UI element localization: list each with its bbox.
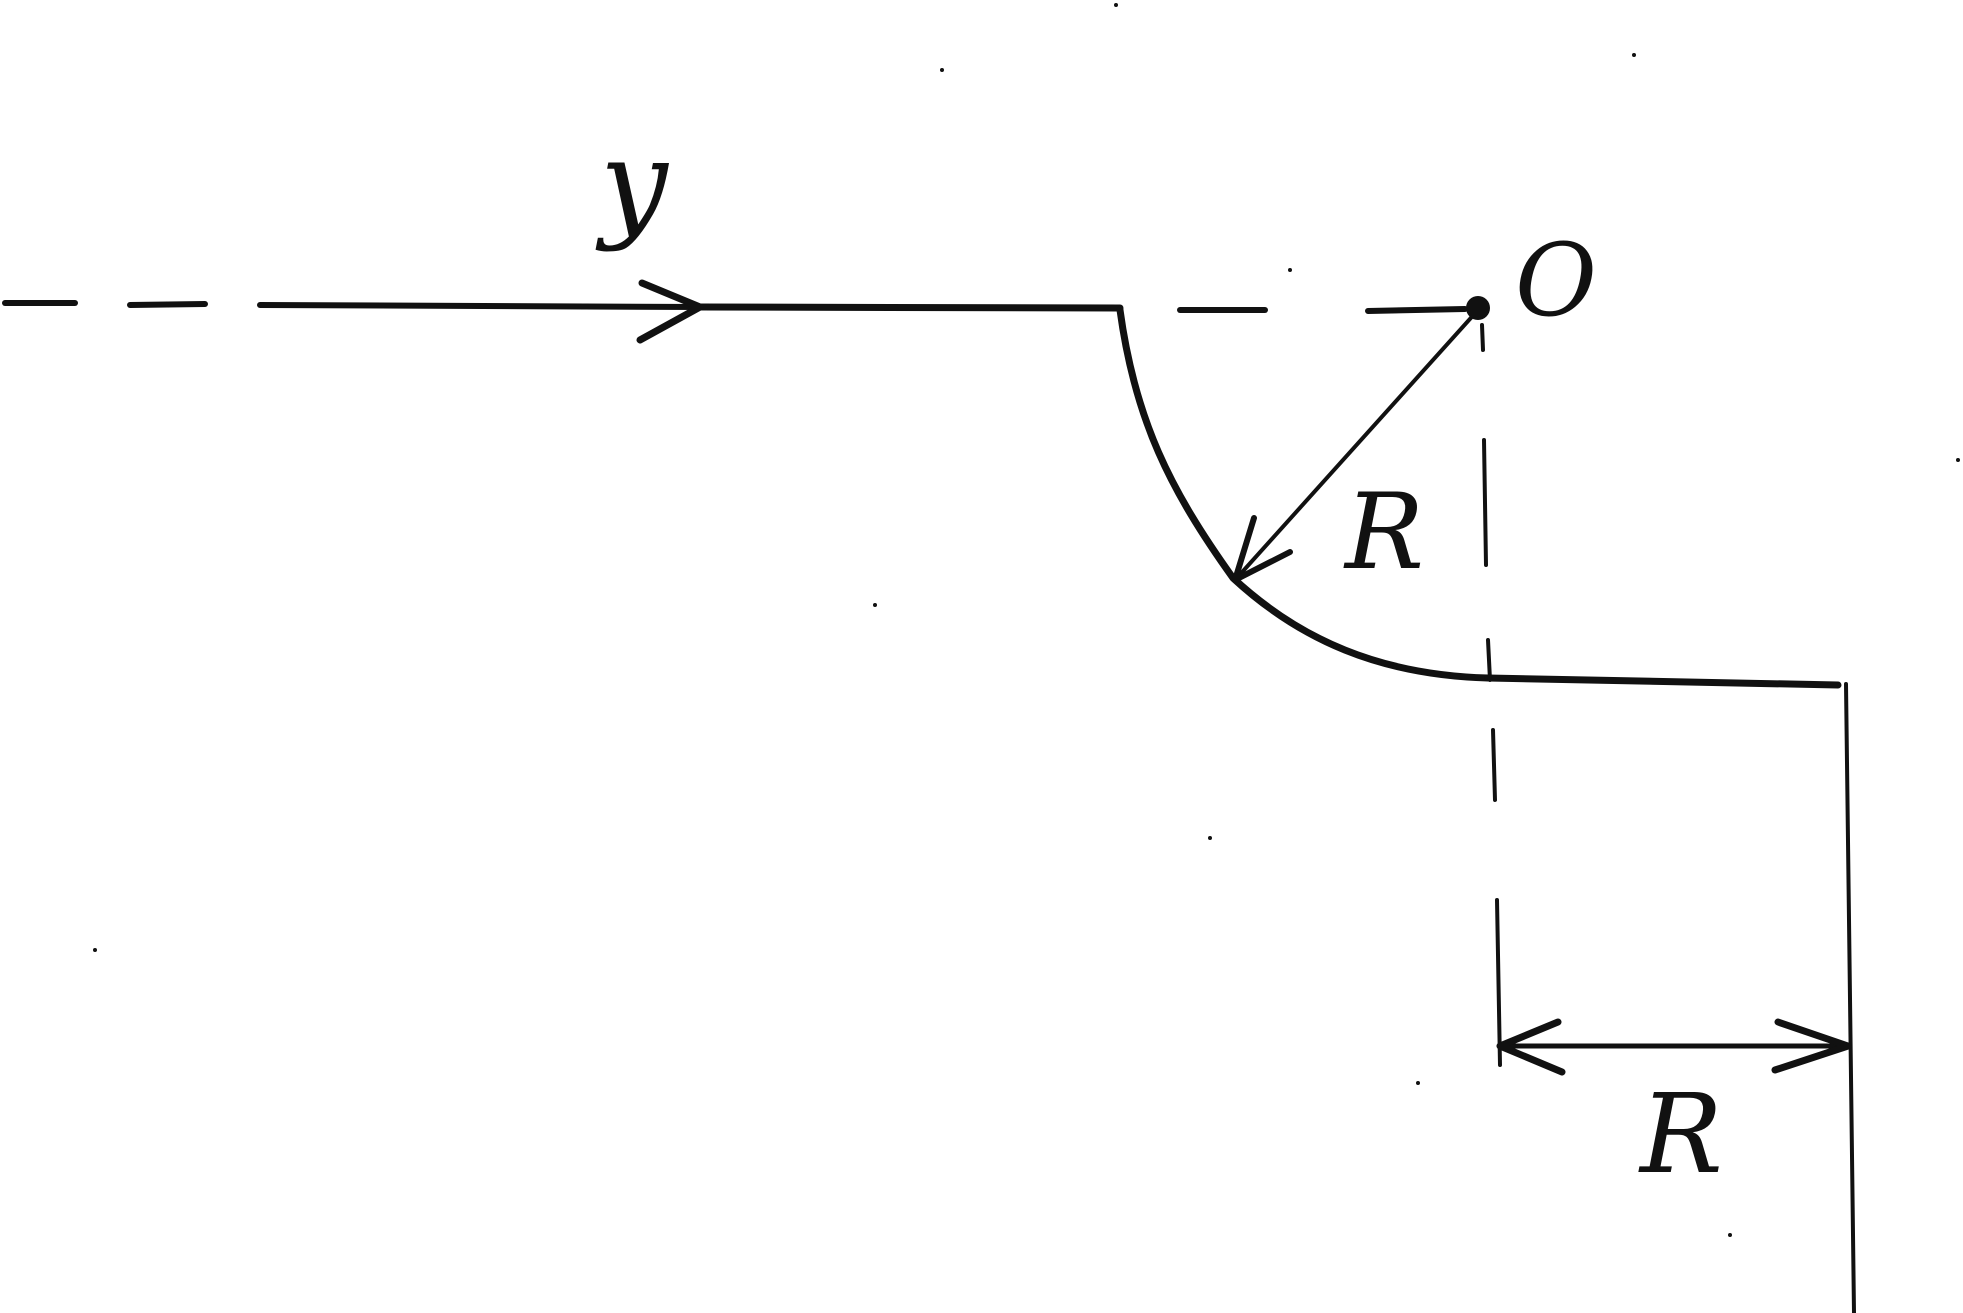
upper-wall-line	[696, 303, 1124, 312]
quarter-arc-wall	[1116, 306, 1492, 682]
radius-arc-label: R	[1343, 471, 1424, 593]
radius-line	[1233, 308, 1480, 582]
velocity-label: y	[595, 115, 670, 254]
radius-dimension-label: R	[1638, 1070, 1723, 1198]
right-vertical-wall	[1844, 682, 1856, 1313]
center-point	[1466, 296, 1490, 320]
flow-arrow	[636, 279, 704, 344]
dimension-arrowhead-right	[1771, 1018, 1852, 1074]
scan-speckles	[93, 3, 1960, 1237]
dashed-line-to-center	[1177, 306, 1468, 314]
dashed-vertical-line	[1480, 323, 1497, 802]
radius-arrowhead	[1232, 515, 1293, 583]
dimension-arrowhead-left	[1496, 1018, 1566, 1076]
lower-wall-line	[1484, 674, 1842, 689]
dimension-extension-left	[1495, 898, 1502, 1067]
dashed-reference-line-left	[2, 300, 703, 310]
center-label: O	[1515, 222, 1597, 339]
